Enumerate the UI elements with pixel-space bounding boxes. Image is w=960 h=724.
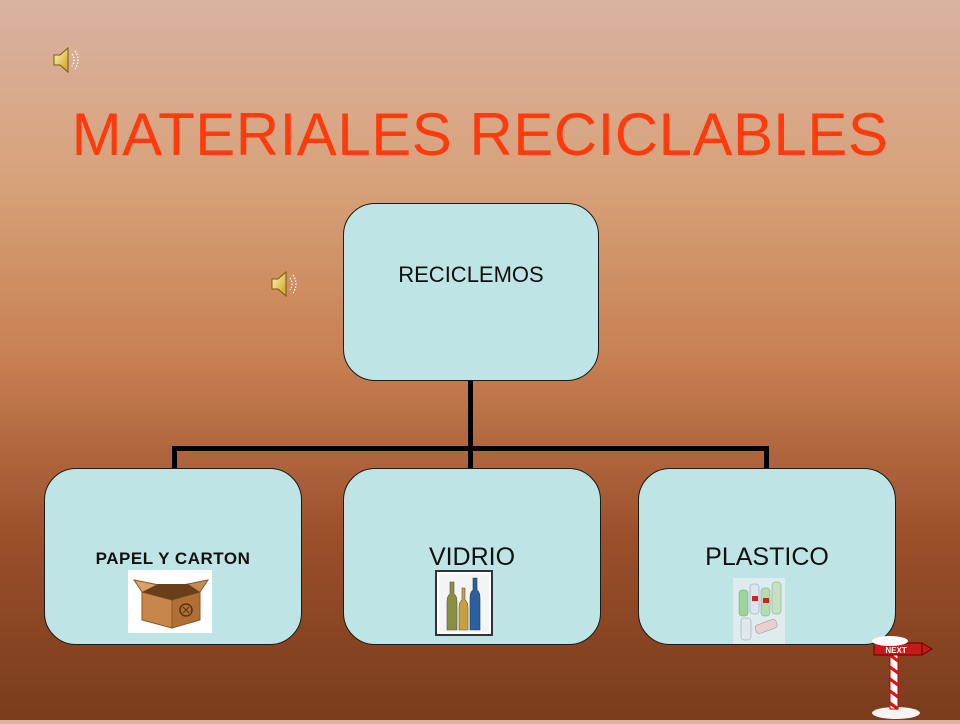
slide-title: MATERIALES RECICLABLES <box>71 101 889 168</box>
speaker-icon[interactable] <box>50 44 82 76</box>
connector-vertical-right <box>764 446 769 468</box>
node-label: PAPEL Y CARTON <box>95 549 251 568</box>
speaker-icon[interactable] <box>268 268 300 300</box>
next-sign-label: NEXT <box>885 646 906 655</box>
connector-vertical-middle <box>468 446 473 468</box>
root-node: RECICLEMOS <box>343 203 599 381</box>
node-label: PLASTICO <box>705 543 829 571</box>
root-node-label: RECICLEMOS <box>398 262 544 287</box>
connector-vertical-root <box>468 381 473 449</box>
node-label: VIDRIO <box>428 543 516 571</box>
next-sign-button[interactable]: NEXT <box>866 633 934 719</box>
glass-bottles-image <box>435 570 493 636</box>
node-vidrio: VIDRIO <box>343 468 601 645</box>
connector-vertical-left <box>172 446 177 468</box>
plastic-bottles-image <box>733 578 785 644</box>
cardboard-box-image <box>128 570 212 633</box>
